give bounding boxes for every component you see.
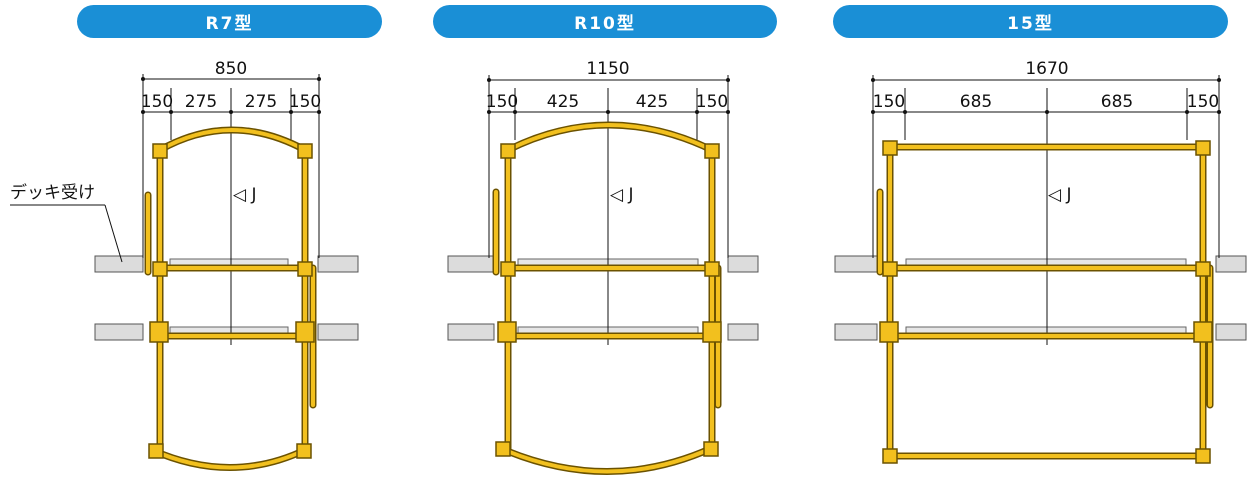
diagram-r10: 1150 150 425 425 150 ◁ J: [447, 59, 759, 475]
deck-slab: [447, 255, 495, 273]
diagram-r7: 850 150 275 275 150 ◁ J: [10, 59, 359, 471]
deck-slab: [94, 255, 144, 273]
center-marker: ◁ J: [233, 185, 257, 205]
dimension-segment: 150: [141, 92, 173, 112]
dimension-total: 1670: [1025, 59, 1068, 79]
callout-deck-support: デッキ受け: [10, 183, 95, 203]
panel-title-15: 15型: [833, 5, 1228, 38]
deck-slab: [317, 255, 359, 273]
deck-slab: [94, 323, 144, 341]
dimension-segment: 685: [960, 92, 992, 112]
dimension-segment: 150: [1187, 92, 1219, 112]
diagram-15: 1670 150 685 685 150 ◁ J: [834, 59, 1247, 464]
deck-slab: [1215, 323, 1247, 341]
deck-slab: [834, 323, 878, 341]
dimension-segment: 150: [696, 92, 728, 112]
deck-slab: [447, 323, 495, 341]
panel-r10: R10型 1150 150 425 425 150 ◁ J: [400, 0, 820, 477]
dimension-segment: 275: [185, 92, 217, 112]
dimension-segment: 150: [873, 92, 905, 112]
dimension-segment: 425: [636, 92, 668, 112]
dimension-segment: 275: [245, 92, 277, 112]
dimension-segment: 150: [486, 92, 518, 112]
panel-title-r7: R7型: [77, 5, 382, 38]
dimension-segment: 685: [1101, 92, 1133, 112]
panel-title-r10: R10型: [433, 5, 777, 38]
dimension-segment: 150: [289, 92, 321, 112]
center-marker: ◁ J: [1048, 185, 1072, 205]
deck-slab: [727, 255, 759, 273]
deck-slab: [727, 323, 759, 341]
panel-r7: R7型 850 150 275 275 150 ◁ J: [0, 0, 400, 477]
panel-15: 15型 1670 150 685 685 150 ◁ J: [820, 0, 1249, 477]
deck-slab: [834, 255, 878, 273]
deck-slab: [317, 323, 359, 341]
deck-slab: [1215, 255, 1247, 273]
dimension-segment: 425: [547, 92, 579, 112]
dimension-total: 1150: [586, 59, 629, 79]
center-marker: ◁ J: [610, 185, 634, 205]
dimension-total: 850: [215, 59, 247, 79]
